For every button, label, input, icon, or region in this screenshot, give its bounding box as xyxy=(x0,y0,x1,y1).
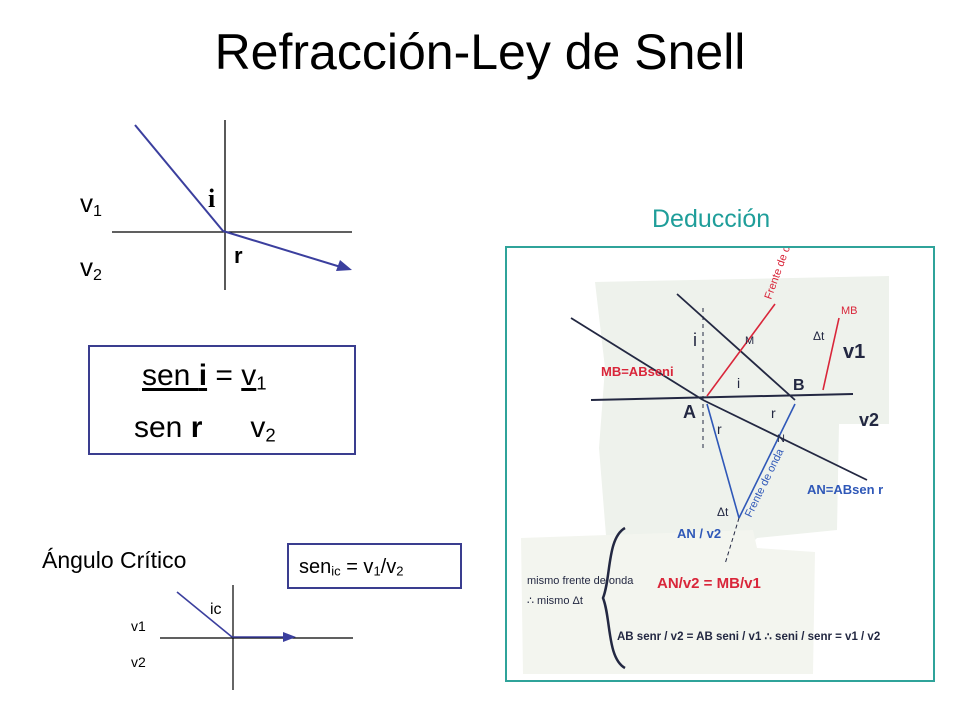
note-dt-top: Δt xyxy=(813,329,825,343)
note-r-low: r xyxy=(717,421,722,437)
wavefront-red xyxy=(706,303,776,397)
refraction-diagram xyxy=(112,120,352,290)
paper-scrap xyxy=(521,530,815,674)
critical-formula: senic = v1/v2 xyxy=(299,556,404,579)
wavefront-red xyxy=(822,317,840,391)
note-dt-bottom: Δt xyxy=(717,505,729,519)
interface-line xyxy=(590,393,854,401)
note-an-v2-eq: AN/v2 = MB/v1 xyxy=(657,575,761,592)
note-v1: v1 xyxy=(843,341,865,363)
note-an-over-v2: AN / v2 xyxy=(677,526,721,541)
note-an-eq: AN=ABsen r xyxy=(807,482,883,497)
incident-ray xyxy=(134,124,224,232)
page-title: Refracción-Ley de Snell xyxy=(214,24,746,80)
deduction-handwritten-notes: Frente de onda MB Δt v1 i MB=ABseni M i … xyxy=(521,226,889,674)
incident-ray xyxy=(676,293,796,401)
note-mb: MB xyxy=(841,305,858,317)
note-mismo-frente: mismo frente de onda xyxy=(527,575,634,587)
critical-incident-ray xyxy=(176,591,233,638)
note-mb-eq: MB=ABseni xyxy=(601,364,674,379)
note-i-left: i xyxy=(693,330,697,350)
note-v2: v2 xyxy=(859,410,879,430)
note-n: N xyxy=(777,433,785,445)
critical-formula-box: senic = v1/v2 xyxy=(287,543,462,589)
arrow-head-icon xyxy=(336,260,352,271)
deduction-photo-frame: Frente de onda MB Δt v1 i MB=ABseni M i … xyxy=(505,226,935,682)
angle-r-label: r xyxy=(234,243,243,268)
refracted-ray xyxy=(702,399,868,481)
wavefront-blue xyxy=(738,403,796,519)
critical-v2-label: v2 xyxy=(131,654,146,670)
deduction-label: Deducción xyxy=(652,205,771,233)
v2-label: v2 xyxy=(80,252,102,285)
angle-i-label: i xyxy=(208,184,216,213)
note-mismo-dt: ∴ mismo Δt xyxy=(527,595,583,607)
dashed-line xyxy=(724,517,740,565)
note-r-mid: r xyxy=(771,405,776,421)
wavefront-blue xyxy=(706,403,740,519)
note-m: M xyxy=(745,335,754,347)
refracted-ray xyxy=(222,230,345,269)
note-b: B xyxy=(793,377,805,394)
critical-angle-diagram xyxy=(160,585,353,690)
critical-v1-label: v1 xyxy=(131,618,146,634)
v1-label: v1 xyxy=(80,188,102,221)
critical-angle-label: Ángulo Crítico xyxy=(42,547,187,573)
critical-ic-label: ic xyxy=(210,601,222,618)
incident-ray xyxy=(570,317,704,401)
formula-numerator: sen i = v1 xyxy=(142,359,267,394)
note-a: A xyxy=(683,402,696,422)
paper-scrap xyxy=(595,276,889,548)
note-final-eq: AB senr / v2 = AB seni / v1 ∴ seni / sen… xyxy=(617,631,880,643)
arrow-head-icon xyxy=(283,632,296,642)
note-i-mid: i xyxy=(737,375,740,391)
brace-icon xyxy=(601,526,626,670)
